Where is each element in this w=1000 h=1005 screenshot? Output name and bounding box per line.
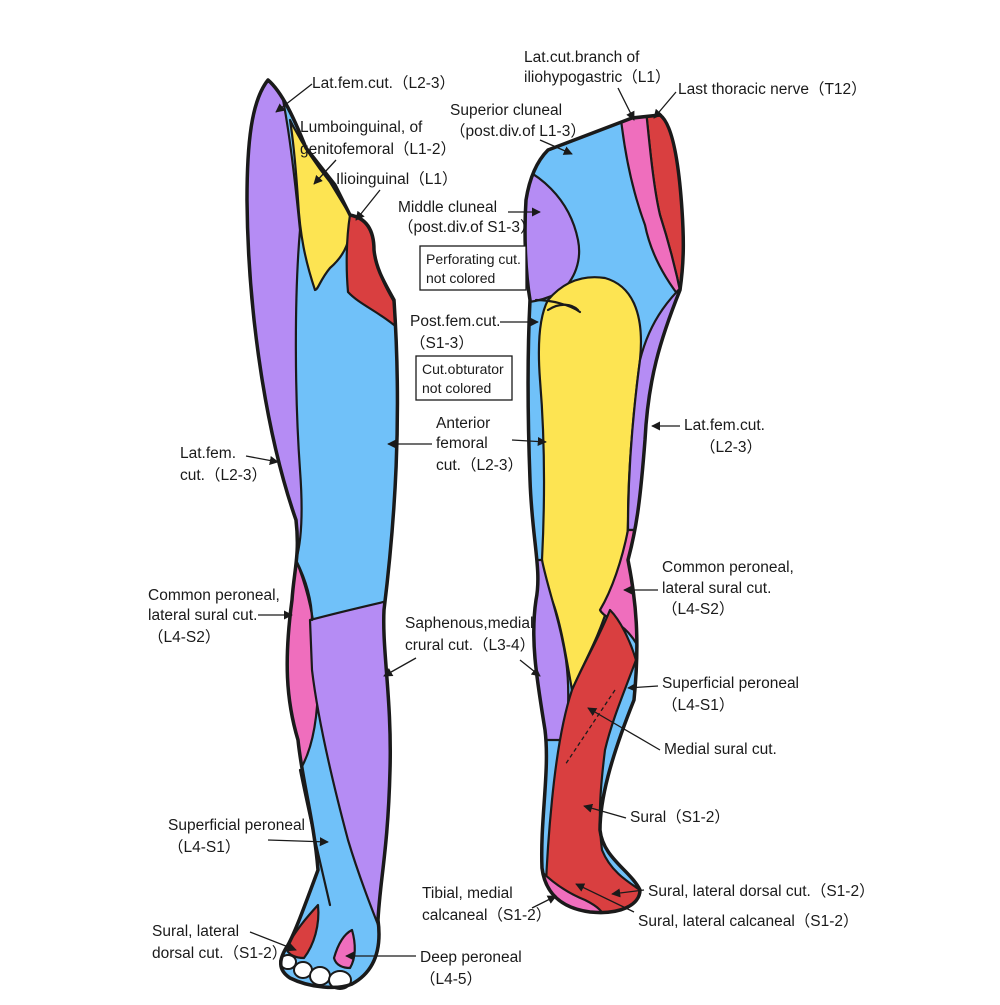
note-cut-obturator-2: not colored [422, 380, 491, 396]
leader-lumboinguinal [313, 159, 337, 185]
label-tibial-medial-calcaneal-1: Tibial, medial [422, 885, 513, 902]
label-deep-peroneal-1: Deep peroneal [420, 949, 522, 966]
leader-saphenous-posterior [519, 659, 541, 677]
label-lat-fem-cut-posterior-2: （L2-3） [700, 439, 762, 456]
note-cut-obturator: Cut.obturator not colored [415, 355, 513, 401]
leader-sural-lateral-dorsal-posterior [611, 888, 645, 898]
leader-saphenous [383, 657, 417, 677]
leader-sural-lateral-calcaneal [575, 883, 635, 913]
note-perforating-2: not colored [426, 270, 495, 286]
leader-superficial-peroneal-posterior [627, 682, 659, 692]
leader-medial-sural [587, 707, 661, 751]
label-anterior-femoral-1: Anterior [436, 415, 490, 432]
label-saphenous-2: crural cut.（L3-4） [405, 637, 535, 654]
note-perforating-1: Perforating cut. [426, 251, 521, 267]
label-sural: Sural（S1-2） [630, 809, 730, 826]
label-middle-cluneal-2: （post.div.of S1-3） [398, 219, 536, 236]
label-tibial-medial-calcaneal-2: calcaneal（S1-2） [422, 907, 551, 924]
label-medial-sural: Medial sural cut. [664, 741, 777, 758]
label-lat-fem-cut-posterior-1: Lat.fem.cut. [684, 417, 765, 434]
leader-superior-cluneal [539, 139, 573, 155]
label-last-thoracic: Last thoracic nerve（T12） [678, 81, 867, 98]
posterior-labels: Lat.cut.branch of iliohypogastric（L1） La… [398, 49, 875, 930]
label-common-peroneal-2: lateral sural cut. [148, 607, 257, 624]
label-anterior-femoral-3: cut.（L2-3） [436, 457, 523, 474]
region-lumboinguinal [288, 118, 352, 292]
label-common-peroneal-3: （L4-S2） [148, 629, 220, 646]
leader-ilioinguinal [355, 189, 381, 221]
leader-lat-cut-branch [617, 87, 635, 121]
leader-anterior-femoral-posterior [511, 436, 547, 447]
leader-lat-fem-side [245, 455, 279, 465]
leader-tibial-medial-calcaneal [531, 895, 557, 909]
label-post-fem-cut-1: Post.fem.cut. [410, 313, 500, 330]
label-lat-fem-side-1: Lat.fem. [180, 445, 236, 462]
seam-knee [294, 558, 314, 622]
gluteal-fold-2 [534, 298, 582, 314]
label-superior-cluneal-1: Superior cluneal [450, 102, 562, 119]
leader-sural [583, 803, 627, 819]
label-saphenous-1: Saphenous,medial [405, 615, 533, 632]
label-superficial-peroneal-2: （L4-S1） [168, 839, 240, 856]
anterior-leg-outline [245, 78, 400, 990]
label-common-peroneal-1: Common peroneal, [148, 587, 280, 604]
label-ilioinguinal: Ilioinguinal（L1） [336, 171, 458, 188]
region-middle-cluneal [525, 158, 581, 305]
label-superior-cluneal-2: （post.div.of L1-3） [450, 123, 586, 140]
label-common-peroneal-posterior-1: Common peroneal, [662, 559, 794, 576]
label-deep-peroneal-2: （L4-5） [420, 971, 482, 988]
note-perforating: Perforating cut. not colored [419, 245, 527, 291]
note-cut-obturator-box [415, 355, 513, 401]
note-perforating-box [419, 245, 527, 291]
medial-sural-dashed-line [564, 689, 616, 766]
label-sural-lateral-dorsal-1: Sural, lateral [152, 923, 239, 940]
label-middle-cluneal-1: Middle cluneal [398, 199, 497, 216]
leader-lat-fem-cut-top [275, 83, 313, 113]
leader-superficial-peroneal [267, 837, 329, 847]
label-lat-fem-cut-top: Lat.fem.cut.（L2-3） [312, 75, 455, 92]
label-anterior-femoral-2: femoral [436, 435, 488, 452]
label-superficial-peroneal-posterior-2: （L4-S1） [662, 697, 734, 714]
note-cut-obturator-1: Cut.obturator [422, 361, 504, 377]
label-common-peroneal-posterior-2: lateral sural cut. [662, 580, 771, 597]
region-lateral-femoral-cutaneous [247, 80, 303, 562]
leader-sural-lateral-dorsal [249, 931, 297, 952]
region-tibial-medial-calcaneal [528, 868, 612, 913]
leader-last-thoracic [653, 91, 677, 119]
label-superficial-peroneal-1: Superficial peroneal [168, 817, 305, 834]
label-lumboinguinal-1: Lumboinguinal, of [300, 119, 423, 136]
label-sural-lateral-calcaneal: Sural, lateral calcaneal（S1-2） [638, 913, 859, 930]
label-lat-cut-branch-1: Lat.cut.branch of [524, 49, 640, 66]
label-post-fem-cut-2: （S1-3） [410, 335, 474, 352]
label-lumboinguinal-2: genitofemoral（L1-2） [300, 141, 456, 158]
label-sural-lateral-dorsal-posterior: Sural, lateral dorsal cut.（S1-2） [648, 883, 875, 900]
anterior-labels: Lat.fem.cut.（L2-3） Lumboinguinal, of gen… [148, 75, 535, 988]
label-superficial-peroneal-posterior-1: Superficial peroneal [662, 675, 799, 692]
label-lat-fem-side-2: cut.（L2-3） [180, 467, 267, 484]
label-sural-lateral-dorsal-2: dorsal cut.（S1-2） [152, 945, 287, 962]
label-lat-cut-branch-2: iliohypogastric（L1） [524, 69, 670, 86]
label-common-peroneal-posterior-3: （L4-S2） [662, 601, 734, 618]
